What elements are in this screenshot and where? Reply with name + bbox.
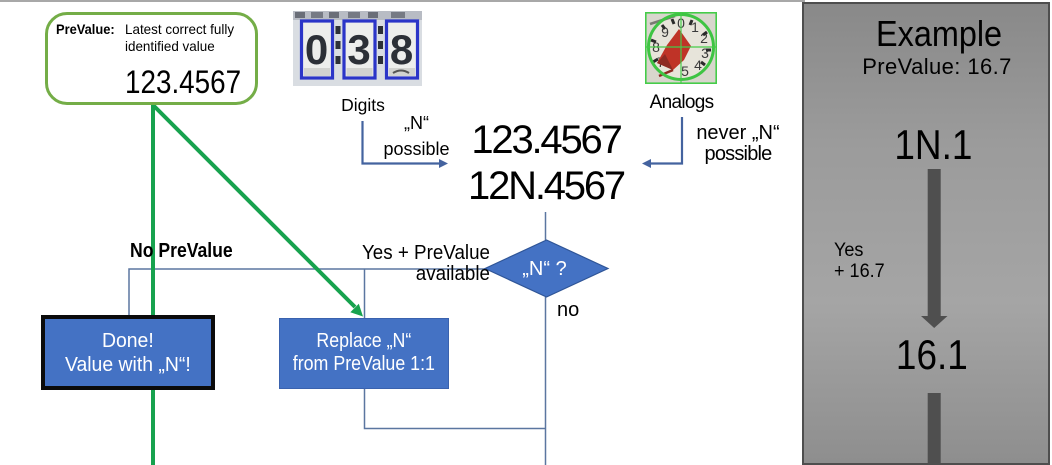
svg-text:9: 9 xyxy=(661,24,669,40)
svg-text:2: 2 xyxy=(700,30,708,46)
svg-text:5: 5 xyxy=(681,63,689,79)
svg-text:4: 4 xyxy=(694,57,702,73)
svg-text:3: 3 xyxy=(347,26,370,73)
svg-text:0: 0 xyxy=(305,26,328,73)
svg-text:3: 3 xyxy=(701,45,709,61)
svg-text:8: 8 xyxy=(390,26,413,73)
svg-text:1: 1 xyxy=(691,19,699,35)
